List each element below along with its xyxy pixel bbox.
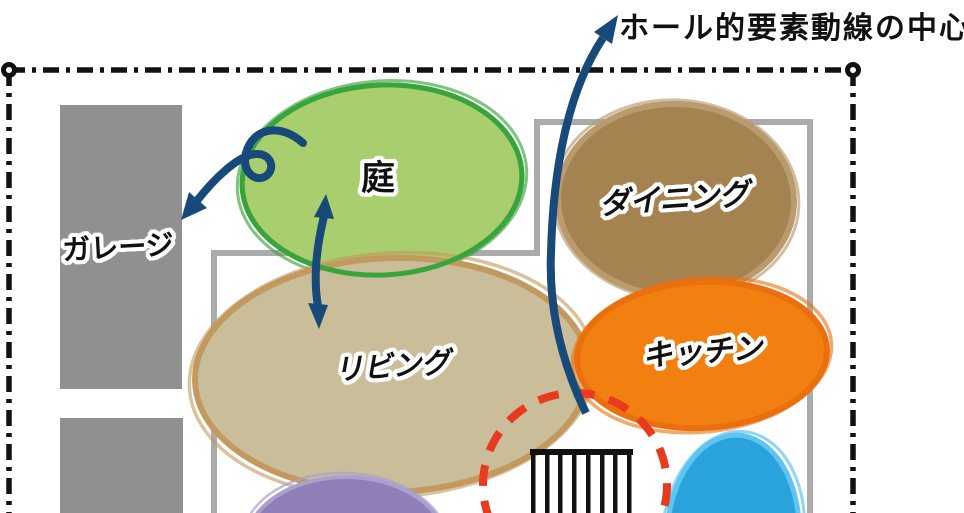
garden-garage-arrow-shaft bbox=[192, 126, 307, 206]
hall-circulation-arrow-shaft bbox=[546, 35, 607, 415]
boundary-corner-marker bbox=[1, 62, 17, 78]
diagram-title: ホール的要素動線の中心 bbox=[619, 11, 964, 46]
blue-sketch-line bbox=[659, 429, 807, 513]
kitchen-zone bbox=[570, 275, 834, 435]
boundary-corner-marker bbox=[845, 62, 861, 78]
site-boundary bbox=[6, 67, 856, 513]
purple-sketch-line bbox=[240, 471, 452, 513]
stairs-top-bar bbox=[530, 449, 633, 455]
garage-building bbox=[60, 105, 183, 513]
garage-label: ガレージ bbox=[61, 228, 175, 267]
garden-garage-arrow bbox=[181, 126, 307, 220]
living-label: リビング bbox=[333, 344, 452, 388]
purple-blob bbox=[255, 475, 437, 513]
garden-label: 庭 bbox=[361, 158, 395, 199]
kitchen-blob bbox=[574, 278, 830, 432]
hall-circulation-arrowhead bbox=[594, 15, 618, 44]
stairs-icon bbox=[530, 449, 633, 513]
kitchen-label: キッチン bbox=[641, 330, 764, 375]
blue-zone bbox=[659, 429, 807, 513]
garden-living-arrowhead-down bbox=[308, 303, 328, 329]
garden-living-arrow-shaft bbox=[311, 215, 328, 307]
garden-living-arrow bbox=[308, 194, 334, 329]
garden-living-arrowhead-up bbox=[314, 194, 334, 219]
garage-rect-lower bbox=[60, 418, 183, 513]
garden-outline-overlay bbox=[239, 82, 525, 278]
garden-garage-arrowhead bbox=[181, 192, 207, 220]
garage-rect-upper bbox=[60, 105, 182, 389]
blue-blob bbox=[664, 432, 802, 513]
hall-circulation-arrow bbox=[546, 15, 618, 415]
kitchen-sketch-line bbox=[570, 275, 834, 435]
purple-zone bbox=[240, 471, 452, 513]
house-outline bbox=[211, 119, 813, 513]
